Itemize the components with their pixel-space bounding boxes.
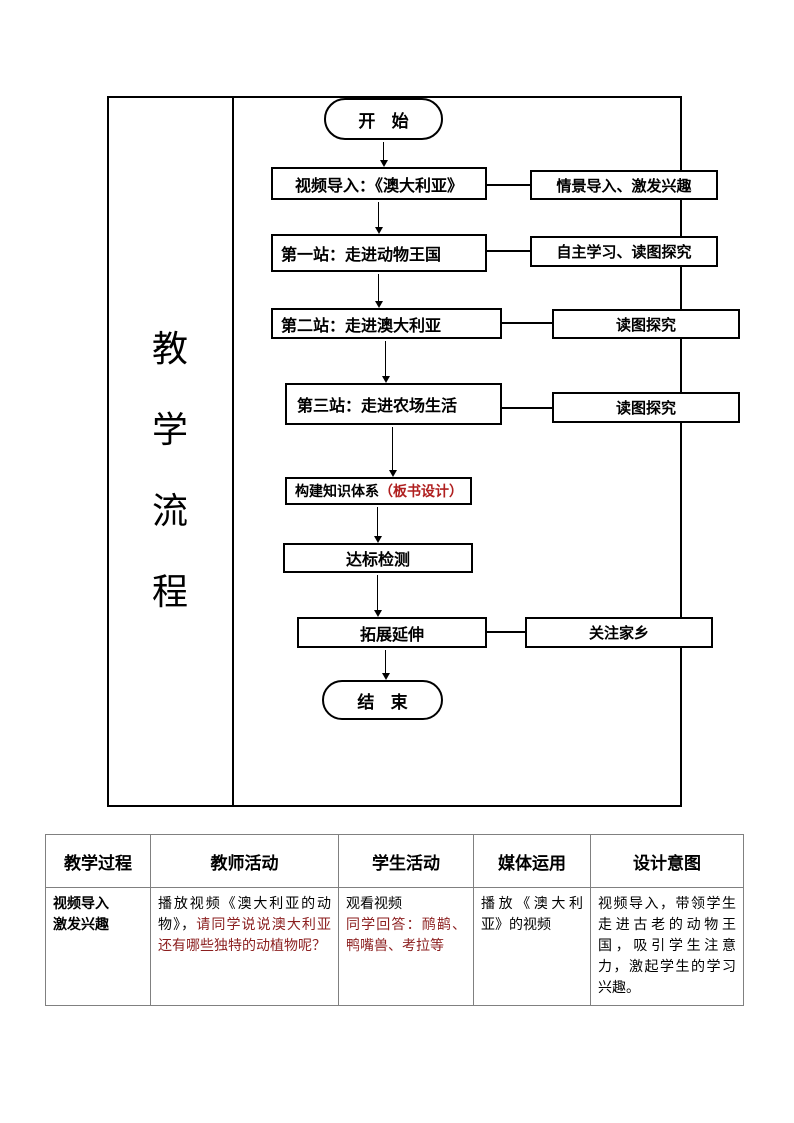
cell-teacher-activity: 播放视频《澳大利亚的动物》，请同学说说澳大利亚还有哪些独特的动植物呢？ [150, 887, 339, 1006]
flow-node-video-intro: 视频导入：《澳大利亚》 [271, 167, 487, 200]
header-design-intent: 设计意图 [590, 834, 744, 888]
teacher-activity-text: 播放视频《澳大利亚的动物》， [158, 897, 331, 933]
flow-side-box-hometown: 关注家乡 [525, 617, 713, 648]
flow-end-node: 结 束 [322, 680, 443, 720]
flow-node-stop3: 第三站：走进农场生活 [285, 383, 502, 425]
board-design-label: （板书设计） [379, 485, 463, 500]
header-student-activity: 学生活动 [338, 834, 474, 888]
flow-arrow [381, 650, 390, 680]
vertical-title-char: 学 [151, 410, 188, 450]
flow-arrow [379, 142, 388, 167]
media-use-text: 播放《澳大利亚》的视频 [481, 897, 583, 933]
table-row: 视频导入 激发兴趣 播放视频《澳大利亚的动物》，请同学说说澳大利亚还有哪些独特的… [45, 887, 744, 1006]
design-intent-text: 视频导入，带领学生走进古老的动物王国，吸引学生注意力，激起学生的学习兴趣。 [598, 897, 736, 996]
process-line: 视频导入 [53, 897, 109, 912]
flow-side-box-map-explore-1: 读图探究 [552, 309, 740, 339]
flow-connector [487, 631, 525, 633]
vertical-title-char: 教 [151, 329, 188, 369]
process-line: 激发兴趣 [53, 918, 109, 933]
flow-node-extension: 拓展延伸 [297, 617, 487, 648]
flow-connector [502, 407, 552, 409]
flow-section-divider [232, 96, 234, 807]
flow-arrow [374, 202, 383, 234]
flow-node-stop2: 第二站：走进澳大利亚 [271, 308, 502, 339]
flow-side-box-self-study: 自主学习、读图探究 [530, 236, 718, 267]
flow-start-node: 开 始 [324, 98, 443, 140]
vertical-title-char: 流 [151, 491, 188, 531]
flow-section-border [107, 96, 682, 807]
header-teacher-activity: 教师活动 [150, 834, 339, 888]
flow-arrow [373, 575, 382, 617]
cell-design-intent: 视频导入，带领学生走进古老的动物王国，吸引学生注意力，激起学生的学习兴趣。 [590, 887, 744, 1006]
student-activity-text: 观看视频 [346, 897, 402, 912]
teacher-activity-question: 请同学说说澳大利亚还有哪些独特的动植物呢？ [158, 918, 332, 954]
vertical-title-char: 程 [151, 572, 188, 612]
cell-student-activity: 观看视频 同学回答：鸸鹋、鸭嘴兽、考拉等 [338, 887, 474, 1006]
student-activity-answer: 同学回答：鸸鹋、鸭嘴兽、考拉等 [346, 918, 466, 954]
lesson-plan-table: 教学过程 教师活动 学生活动 媒体运用 设计意图 视频导入 激发兴趣 播放视频《… [45, 834, 744, 1006]
header-media-use: 媒体运用 [473, 834, 591, 888]
knowledge-system-label: 构建知识体系 [295, 485, 379, 500]
cell-media-use: 播放《澳大利亚》的视频 [473, 887, 591, 1006]
flow-node-stop1: 第一站：走进动物王国 [271, 234, 487, 272]
flow-connector [487, 250, 530, 252]
flow-side-box-map-explore-2: 读图探究 [552, 392, 740, 423]
flow-connector [487, 184, 530, 186]
table-header-row: 教学过程 教师活动 学生活动 媒体运用 设计意图 [45, 834, 744, 888]
flow-arrow [388, 427, 397, 477]
header-teaching-process: 教学过程 [45, 834, 151, 888]
flow-node-knowledge-system: 构建知识体系（板书设计） [285, 477, 472, 505]
flow-arrow [381, 341, 390, 383]
flow-arrow [374, 274, 383, 308]
cell-teaching-process: 视频导入 激发兴趣 [45, 887, 151, 1006]
flow-vertical-title: 教 学 流 程 [150, 331, 190, 610]
flow-connector [502, 322, 552, 324]
flow-side-box-scene-intro: 情景导入、激发兴趣 [530, 170, 718, 200]
flow-arrow [373, 507, 382, 543]
flow-node-assessment: 达标检测 [283, 543, 473, 573]
